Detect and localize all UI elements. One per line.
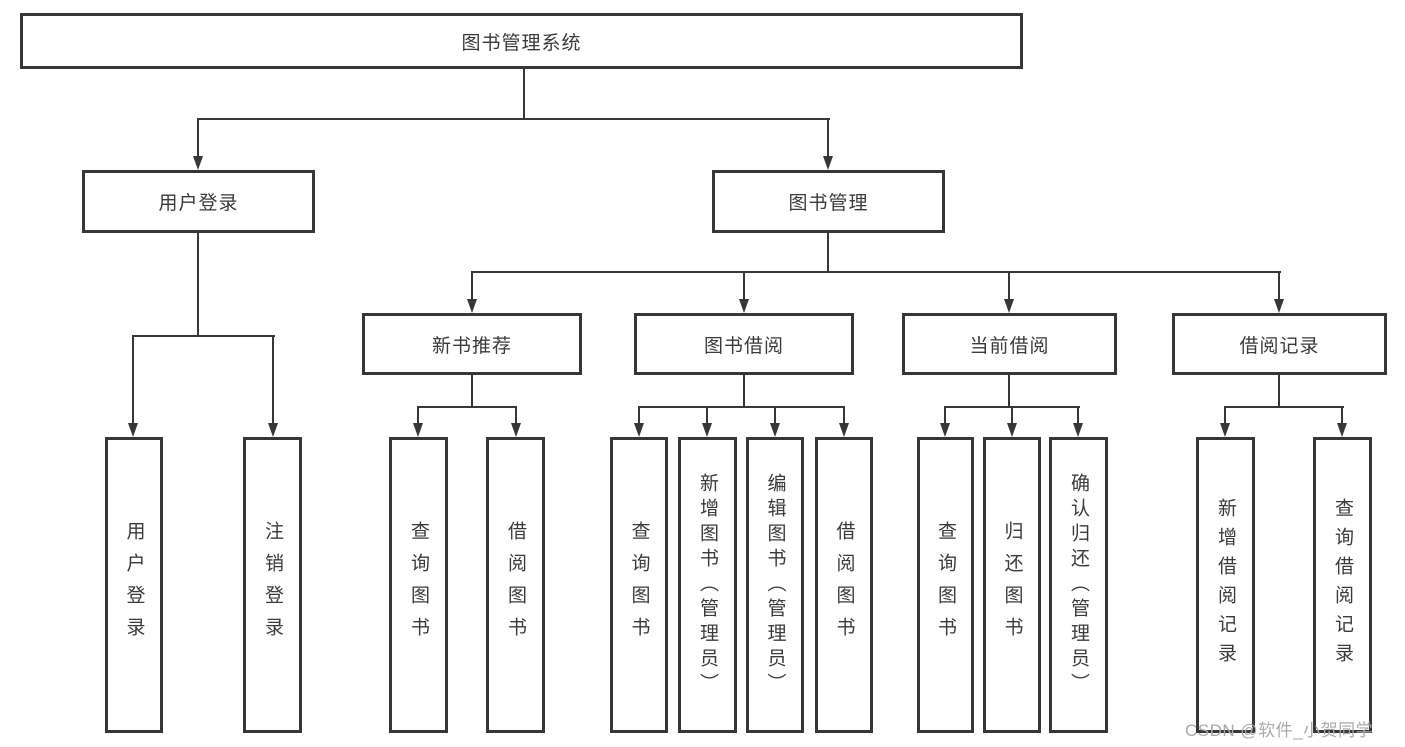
node-book-mgmt-label: 图书管理	[788, 193, 869, 214]
connector-user-login-stem	[197, 233, 199, 337]
connector-level3-rail	[471, 271, 1281, 273]
connector-book-mgmt-stem	[827, 233, 829, 273]
leaf-br-add-record: 新增借阅记录	[1196, 437, 1255, 733]
leaf-bb-edit-books-admin-label: 编辑图书（管理员）	[764, 472, 786, 698]
leaf-bb-edit-books-admin: 编辑图书（管理员）	[746, 437, 804, 733]
arrowhead-br-add	[1220, 423, 1230, 437]
connector-book-borrow-stem	[743, 375, 745, 408]
connector-drop-bb-add	[706, 406, 708, 425]
connector-new-book-rail	[417, 406, 517, 408]
leaf-bb-borrow-books: 借阅图书	[815, 437, 873, 733]
leaf-cb-return-books: 归还图书	[983, 437, 1041, 733]
arrowhead-cb-confirm	[1073, 423, 1083, 437]
connector-drop-current-borrow	[1008, 271, 1010, 301]
leaf-br-query-record: 查询借阅记录	[1313, 437, 1372, 733]
leaf-cb-return-books-label: 归还图书	[1001, 521, 1023, 649]
connector-borrow-records-stem	[1278, 375, 1280, 408]
leaf-bb-query-books: 查询图书	[610, 437, 668, 733]
connector-level2-rail	[197, 118, 830, 120]
connector-drop-logout-leaf	[272, 335, 274, 425]
leaf-bb-borrow-books-label: 借阅图书	[833, 521, 855, 649]
leaf-cb-query-books: 查询图书	[917, 437, 974, 733]
csdn-watermark: CSDN @软件_小贺同学	[1185, 721, 1374, 740]
leaf-br-add-record-label: 新增借阅记录	[1215, 498, 1236, 672]
node-user-login-label: 用户登录	[158, 193, 239, 214]
arrowhead-book-mgmt	[823, 156, 833, 170]
node-borrow-records: 借阅记录	[1172, 313, 1387, 375]
leaf-bb-add-books-admin-label: 新增图书（管理员）	[697, 472, 718, 698]
arrowhead-nb-query	[413, 423, 423, 437]
connector-new-book-stem	[471, 375, 473, 408]
arrowhead-new-book	[467, 299, 477, 313]
node-user-login: 用户登录	[82, 170, 315, 233]
leaf-nb-query-books: 查询图书	[389, 437, 448, 733]
leaf-nb-borrow-books: 借阅图书	[486, 437, 545, 733]
arrowhead-login-leaf	[128, 423, 138, 437]
arrowhead-bb-add	[702, 423, 712, 437]
node-book-borrow-label: 图书借阅	[703, 335, 784, 357]
connector-drop-bb-edit	[774, 406, 776, 425]
connector-book-borrow-rail	[638, 406, 845, 408]
connector-drop-new-book	[471, 271, 473, 301]
connector-borrow-records-rail	[1224, 406, 1344, 408]
arrowhead-user-login	[193, 156, 203, 170]
node-root: 图书管理系统	[20, 13, 1023, 69]
connector-drop-user-login	[197, 118, 199, 158]
leaf-user-login-label: 用户登录	[123, 521, 145, 649]
leaf-bb-query-books-label: 查询图书	[628, 521, 650, 649]
arrowhead-book-borrow	[739, 299, 749, 313]
arrowhead-bb-query	[634, 423, 644, 437]
connector-drop-book-mgmt	[827, 118, 829, 158]
connector-drop-bb-borrow	[843, 406, 845, 425]
connector-root-stem	[523, 69, 525, 120]
node-new-book-rec-label: 新书推荐	[431, 335, 512, 357]
connector-user-login-rail	[132, 335, 275, 337]
arrowhead-nb-borrow	[511, 423, 521, 437]
connector-drop-br-query	[1341, 406, 1343, 425]
connector-drop-nb-query	[417, 406, 419, 425]
leaf-bb-add-books-admin: 新增图书（管理员）	[678, 437, 737, 733]
leaf-nb-query-books-label: 查询图书	[408, 521, 429, 649]
connector-drop-br-add	[1224, 406, 1226, 425]
leaf-nb-borrow-books-label: 借阅图书	[505, 521, 526, 649]
arrowhead-current-borrow	[1004, 299, 1014, 313]
node-current-borrow: 当前借阅	[902, 313, 1117, 375]
leaf-cb-query-books-label: 查询图书	[935, 521, 956, 649]
leaf-br-query-record-label: 查询借阅记录	[1332, 498, 1353, 672]
arrowhead-cb-return	[1007, 423, 1017, 437]
node-borrow-records-label: 借阅记录	[1239, 335, 1320, 357]
connector-drop-borrow-records	[1278, 271, 1280, 301]
connector-drop-cb-return	[1011, 406, 1013, 425]
node-root-label: 图书管理系统	[461, 32, 582, 54]
connector-drop-cb-query	[944, 406, 946, 425]
node-current-borrow-label: 当前借阅	[969, 335, 1050, 357]
leaf-cb-confirm-return-admin: 确认归还（管理员）	[1049, 437, 1108, 733]
connector-drop-book-borrow	[743, 271, 745, 301]
arrowhead-br-query	[1337, 423, 1347, 437]
node-book-borrow: 图书借阅	[634, 313, 854, 375]
arrowhead-bb-edit	[770, 423, 780, 437]
leaf-logout: 注销登录	[243, 437, 302, 733]
arrowhead-bb-borrow	[839, 423, 849, 437]
connector-drop-cb-confirm	[1077, 406, 1079, 425]
arrowhead-cb-query	[940, 423, 950, 437]
connector-current-borrow-stem	[1008, 375, 1010, 408]
leaf-user-login: 用户登录	[105, 437, 163, 733]
connector-drop-nb-borrow	[515, 406, 517, 425]
leaf-logout-label: 注销登录	[262, 521, 283, 649]
connector-drop-bb-query	[638, 406, 640, 425]
arrowhead-borrow-records	[1274, 299, 1284, 313]
arrowhead-logout-leaf	[268, 423, 278, 437]
leaf-cb-confirm-return-admin-label: 确认归还（管理员）	[1068, 472, 1089, 698]
node-new-book-rec: 新书推荐	[362, 313, 582, 375]
node-book-mgmt: 图书管理	[712, 170, 945, 233]
connector-drop-login-leaf	[132, 335, 134, 425]
